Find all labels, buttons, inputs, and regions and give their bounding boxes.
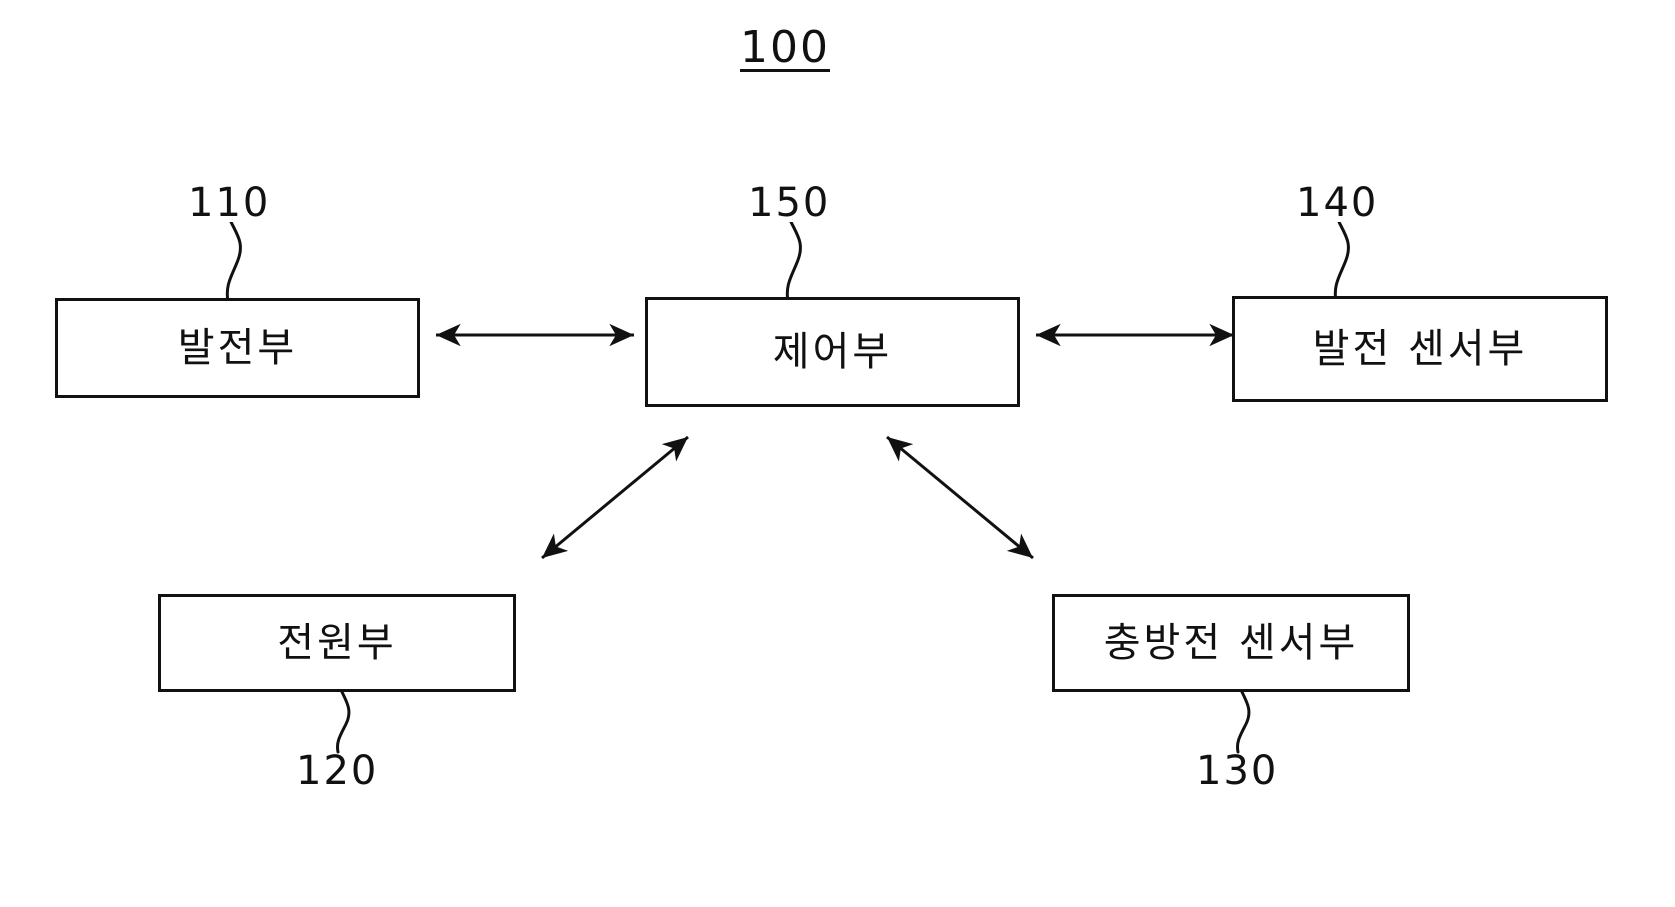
figure-number: 100 [740, 22, 830, 73]
ref-numeral-120: 120 [296, 748, 379, 794]
node-power-supply[interactable]: 전원부 [158, 594, 523, 699]
leader-line-120 [336, 692, 351, 754]
leader-line-150 [785, 222, 802, 304]
connector-power-supply-controller [541, 435, 689, 560]
ref-numeral-140: 140 [1296, 180, 1379, 226]
ref-numeral-110: 110 [188, 180, 271, 226]
node-charge-sensor-label: 충방전 센서부 [1103, 620, 1359, 666]
leader-line-110 [225, 222, 242, 304]
node-generation-sensor[interactable]: 발전 센서부 [1232, 296, 1615, 409]
node-power-supply-label: 전원부 [277, 620, 397, 666]
ref-numeral-130: 130 [1196, 748, 1279, 794]
leader-line-140 [1333, 222, 1350, 304]
connector-controller-generation-sensor [1036, 323, 1234, 347]
node-controller[interactable]: 제어부 [645, 297, 1027, 414]
connector-controller-charge-sensor [886, 435, 1034, 560]
node-generation-sensor-label: 발전 센서부 [1312, 326, 1528, 372]
node-charge-sensor[interactable]: 충방전 센서부 [1052, 594, 1417, 699]
node-controller-label: 제어부 [772, 329, 893, 375]
leader-line-130 [1236, 692, 1251, 754]
ref-numeral-150: 150 [748, 180, 831, 226]
connector-generator-controller [436, 323, 634, 347]
node-generator[interactable]: 발전부 [55, 298, 427, 405]
node-generator-label: 발전부 [177, 325, 298, 371]
